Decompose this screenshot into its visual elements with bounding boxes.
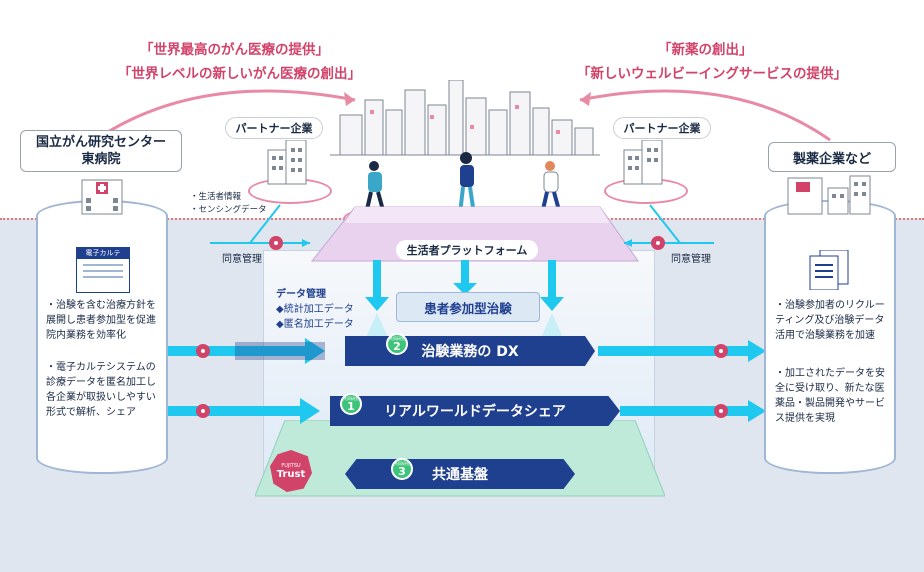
- consent-lock-icon-left: [269, 236, 283, 250]
- trust-name: Trust: [276, 468, 306, 480]
- top-arcs: [94, 89, 831, 142]
- badge-1-sub: 共同研究: [343, 395, 359, 401]
- partner-right-label: パートナー企業: [613, 117, 711, 139]
- left-bullet-1: ・治験を含む治療方針を展開し患者参加型を促進院内業務を効率化: [46, 300, 156, 341]
- data-mgmt-item-1: ◆統計加工データ: [276, 304, 354, 315]
- flow-lock-icon-left-1: [196, 344, 210, 358]
- flow-arrows: [160, 338, 766, 424]
- left-title-line2: 東病院: [81, 152, 121, 167]
- joint-research-badge-2: 共同研究 2: [386, 333, 408, 355]
- patient-trial-box: 患者参加型治験: [396, 292, 540, 322]
- base-bar: 共通基盤: [345, 459, 575, 489]
- patient-trial-label: 患者参加型治験: [424, 300, 512, 316]
- flow-lock-icon-right-2: [714, 404, 728, 418]
- consent-arrows: [210, 204, 714, 247]
- city-skyline-illustration: [330, 80, 600, 156]
- left-quote-2: 「世界レベルの新しいがん医療の創出」: [118, 66, 361, 82]
- right-title-box: 製薬企業など: [768, 142, 896, 172]
- documents-icon: [809, 250, 849, 290]
- ehr-document-icon: 電子カルテ: [76, 247, 130, 293]
- left-quote-1: 「世界最高のがん医療の提供」: [140, 42, 329, 58]
- partner-left-label: パートナー企業: [225, 117, 323, 139]
- badge-3-sub: 共同研究: [394, 460, 410, 466]
- rwd-bar-label: リアルワールドデータシェア: [384, 404, 566, 420]
- left-title-line1: 国立がん研究センター: [35, 135, 166, 150]
- flow-lock-icon-left-2: [196, 404, 210, 418]
- rwd-bar: リアルワールドデータシェア: [330, 396, 620, 426]
- badge-2-sub: 共同研究: [389, 335, 405, 341]
- base-bar-label: 共通基盤: [432, 467, 488, 483]
- badge-2-num: 2: [393, 339, 401, 353]
- trust-brand: FUJITSU: [281, 462, 301, 469]
- partner-right-building-icon: [623, 140, 663, 185]
- hospital-building-icon: [81, 179, 123, 215]
- data-mgmt-title: データ管理: [276, 289, 326, 300]
- fujitsu-trust-logo: FUJITSU Trust: [270, 450, 312, 492]
- ehr-label: 電子カルテ: [77, 248, 129, 259]
- person-figure-2: [458, 152, 476, 215]
- pharma-building-icon: [787, 175, 871, 215]
- consumer-platform-slab: [310, 206, 639, 262]
- badge-1-num: 1: [347, 399, 355, 413]
- flow-lock-icon-right-1: [714, 344, 728, 358]
- joint-research-badge-3: 共同研究 3: [391, 458, 413, 480]
- down-arrows: [365, 260, 564, 340]
- badge-3-num: 3: [398, 464, 406, 478]
- right-quote-2: 「新しいウェルビーイングサービスの提供」: [577, 66, 847, 82]
- consent-right-label: 同意管理: [671, 254, 711, 265]
- left-cylinder: [36, 200, 168, 474]
- left-bullet-2: ・電子カルテシステムの診療データを匿名加工し各企業が取扱いしやすい形式で解析、シ…: [46, 362, 156, 418]
- right-quote-1: 「新薬の創出」: [658, 42, 753, 58]
- partner-left-disc: [248, 178, 332, 204]
- right-bullet-1: ・治験参加者のリクルーティング及び治験データ活用で治験業務を加速: [775, 300, 885, 341]
- consent-left-label: 同意管理: [222, 254, 262, 265]
- left-title-box: 国立がん研究センター 東病院: [20, 130, 182, 172]
- dx-bar-label: 治験業務の DX: [421, 344, 519, 360]
- life-info-label: ・生活者情報: [190, 192, 242, 202]
- sensing-data-label: ・センシングデータ: [190, 205, 267, 215]
- data-mgmt-item-2: ◆匿名加工データ: [276, 319, 354, 330]
- right-cylinder: [764, 200, 896, 474]
- partner-left-building-icon: [267, 140, 307, 185]
- consent-lock-icon-right: [651, 236, 665, 250]
- right-bullet-2: ・加工されたデータを安全に受け取り、新たな医薬品・製品開発やサービス提供を実現: [775, 368, 885, 424]
- right-title: 製薬企業など: [792, 151, 871, 167]
- platform-label: 生活者プラットフォーム: [396, 240, 538, 260]
- joint-research-badge-1: 共同研究 1: [340, 393, 362, 415]
